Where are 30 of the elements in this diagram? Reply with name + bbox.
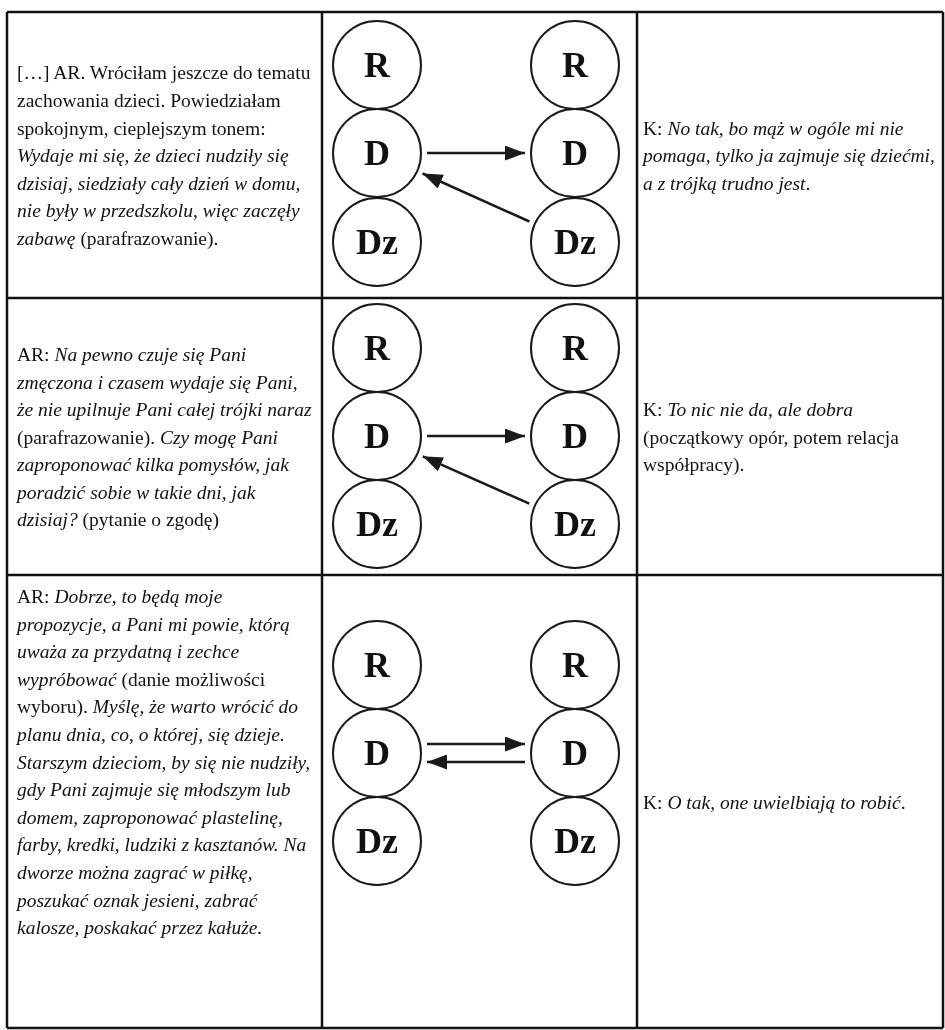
dialogue-text: K: No tak, bo mąż w ogóle mi nie pomaga, tylko ja zajmuje się dziećmi, a z trójką trudno jest. bbox=[643, 116, 935, 196]
letter-circle: R bbox=[530, 303, 620, 393]
arrow bbox=[427, 754, 525, 770]
dialogue-text: AR: Na pewno czuje się Pani zmęczona i czasem wydaje się Pani, że nie upilnuje Pani całej trójki naraz (parafrazowanie). Czy mogę Pani zaproponować kilka pomysłów, jak poradzić sobie w takie dni, jak dzisiaj? (pytanie o zgodę) bbox=[17, 342, 312, 533]
letter-circle: D bbox=[530, 708, 620, 798]
letter-circle: R bbox=[530, 620, 620, 710]
letter-circle: R bbox=[332, 303, 422, 393]
letter-circle: R bbox=[332, 20, 422, 110]
letter-circle: D bbox=[332, 391, 422, 481]
dialogue-text: AR: Dobrze, to będą moje propozycje, a Pani mi powie, którą uważa za przydatną i zechce wypróbować (danie możliwości wyboru). Myślę, że warto wrócić do planu dnia, co, o której, się dzieje. Starszym dzieciom, by się nie nudziły, gdy Pani zajmuje się młodszym lub domem, zaproponować plastelinę, farby, kredki, ludziki z kasztanów. Na dworze można zagrać w piłkę, poszukać oznak jesieni, zabrać kalosze, poskakać przez kałuże. bbox=[17, 585, 311, 941]
letter-circle: R bbox=[530, 20, 620, 110]
letter-circle: R bbox=[332, 620, 422, 710]
letter-circle: D bbox=[332, 108, 422, 198]
letter-circle: D bbox=[530, 391, 620, 481]
arrow bbox=[427, 428, 525, 444]
letter-circle: Dz bbox=[530, 197, 620, 287]
letter-circle: Dz bbox=[530, 796, 620, 886]
arrow bbox=[422, 455, 530, 505]
letter-circle: D bbox=[530, 108, 620, 198]
letter-circle: Dz bbox=[530, 479, 620, 569]
arrow bbox=[427, 736, 525, 752]
arrow bbox=[427, 145, 525, 161]
dialogue-text: K: To nic nie da, ale dobra (początkowy opór, potem relacja współpracy). bbox=[643, 398, 900, 478]
arrow bbox=[422, 172, 530, 223]
letter-circle: Dz bbox=[332, 479, 422, 569]
letter-circle: Dz bbox=[332, 796, 422, 886]
dialogue-text: K: O tak, one uwielbiają to robić. bbox=[643, 790, 907, 815]
dialogue-text: […] AR. Wróciłam jeszcze do tematu zachowania dzieci. Powiedziałam spokojnym, cieplejszym tonem: Wydaje mi się, że dzieci nudziły się dzisiaj, siedziały cały dzień w domu, nie były w przedszkolu, więc zaczęły zabawę (parafrazowanie). bbox=[17, 61, 312, 251]
letter-circle: Dz bbox=[332, 197, 422, 287]
letter-circle: D bbox=[332, 708, 422, 798]
